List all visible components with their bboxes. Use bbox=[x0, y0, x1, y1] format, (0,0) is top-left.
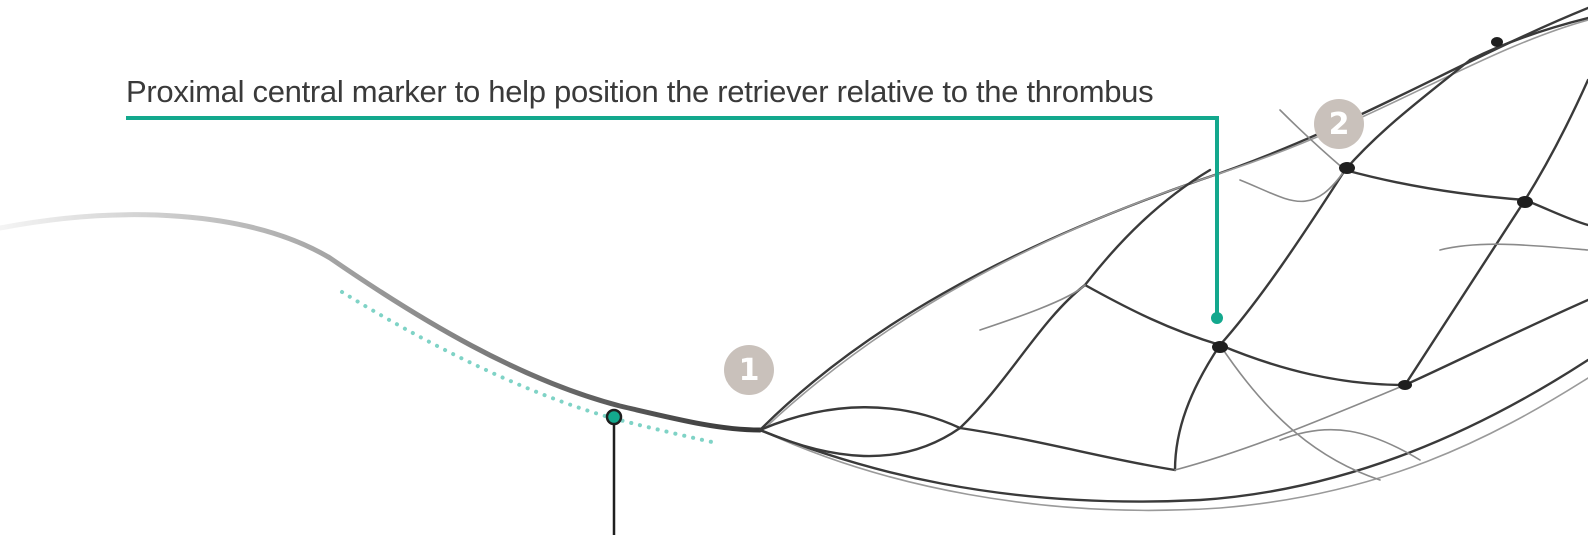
callout-leader-line bbox=[126, 116, 1219, 318]
delivery-wire bbox=[0, 212, 763, 433]
proximal-marker-callout-text: Proximal central marker to help position… bbox=[126, 74, 1154, 109]
badge-1: 1 bbox=[724, 345, 774, 395]
stent-mesh bbox=[758, 6, 1588, 512]
radiopaque-markers bbox=[1212, 37, 1533, 390]
lower-pointer-dot bbox=[605, 408, 623, 426]
callout-endpoint-dot bbox=[1211, 312, 1223, 324]
badge-2: 2 bbox=[1314, 99, 1364, 149]
flexible-segment-dotted-line bbox=[340, 290, 714, 444]
